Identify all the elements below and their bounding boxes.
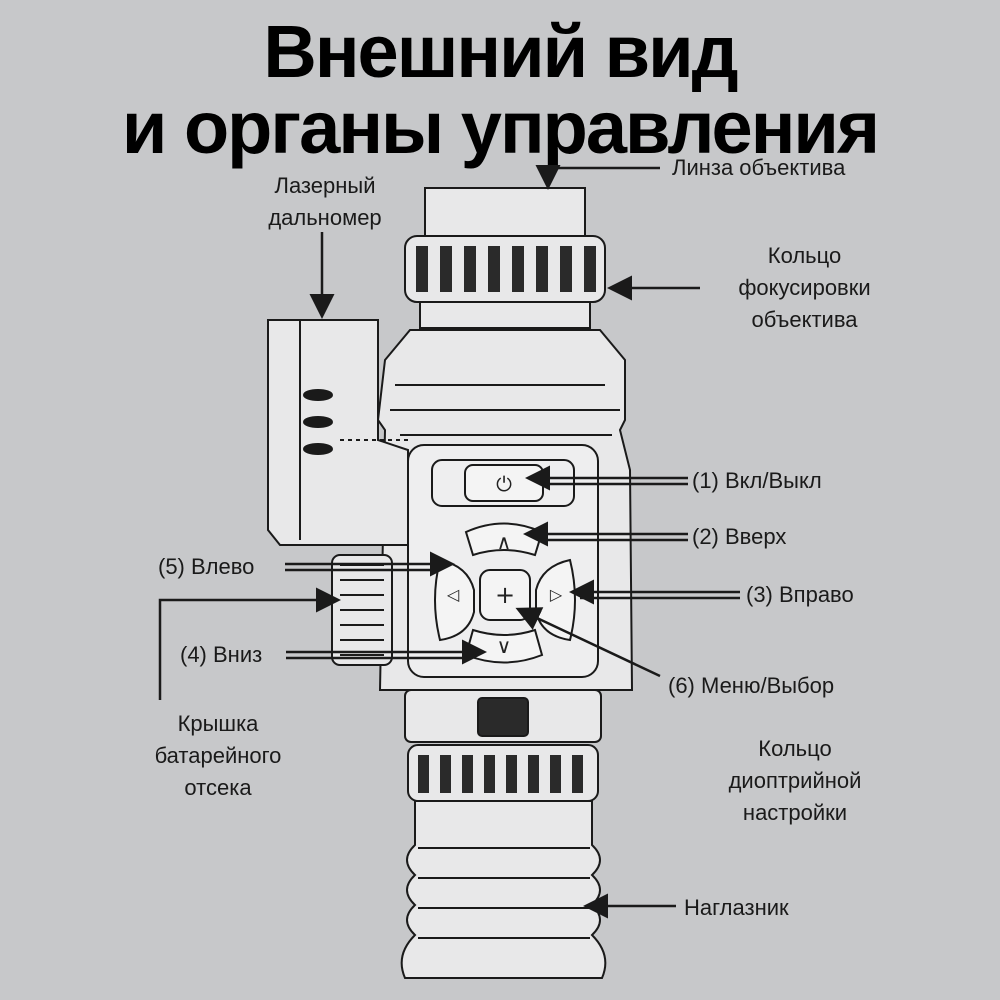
label-up: (2) Вверх [692,524,787,549]
label-objective-lens: Линза объектива [672,155,846,180]
up-button[interactable]: ∧ [464,522,544,557]
battery-cover [331,554,393,666]
power-button[interactable]: ⏻ [464,464,544,502]
down-button[interactable]: ∨ [464,628,544,664]
label-right: (3) Вправо [746,582,854,607]
chevron-down-icon: ∨ [497,634,512,658]
label-focus-ring: Кольцо фокусировки объектива [702,240,907,336]
label-laser-rangefinder-line2: дальномер [268,205,382,230]
plus-icon: + [495,581,515,609]
chevron-up-icon: ∧ [497,530,512,554]
label-battery-cover-line3: отсека [184,775,252,800]
label-laser-rangefinder-line1: Лазерный [274,173,376,198]
power-icon: ⏻ [496,472,512,496]
objective-lens [424,187,586,239]
title-line-1: Внешний вид [263,10,738,93]
label-left: (5) Влево [158,554,255,579]
focus-ring [404,235,606,329]
label-battery-cover-line2: батарейного [154,743,282,768]
leader-lines [158,165,740,919]
title-line-2: и органы управления [121,86,880,169]
eyecup [400,800,607,979]
label-focus-ring-line2: фокусировки [738,275,871,300]
label-focus-ring-line3: объектива [751,307,858,332]
label-diopter-ring: Кольцо диоптрийной настройки [690,733,900,829]
left-button[interactable]: ◁ [434,558,475,642]
label-diopter-ring-line1: Кольцо [758,736,832,761]
page-title: Внешний вид и органы управления [0,14,1000,166]
label-power: (1) Вкл/Выкл [692,468,822,493]
label-eyecup: Наглазник [684,895,789,920]
label-menu: (6) Меню/Выбор [668,673,835,698]
label-battery-cover: Крышка батарейного отсека [118,708,318,804]
label-diopter-ring-line2: диоптрийной [728,768,862,793]
label-down: (4) Вниз [180,642,263,667]
chevron-right-icon: ▷ [550,585,563,604]
chevron-left-icon: ◁ [446,585,460,604]
label-battery-cover-line1: Крышка [177,711,259,736]
label-laser-rangefinder: Лазерный дальномер [245,170,405,234]
label-diopter-ring-line3: настройки [742,800,848,825]
label-focus-ring-line1: Кольцо [767,243,842,268]
diopter-ring [404,689,602,802]
right-button[interactable]: ▷ [535,558,576,642]
